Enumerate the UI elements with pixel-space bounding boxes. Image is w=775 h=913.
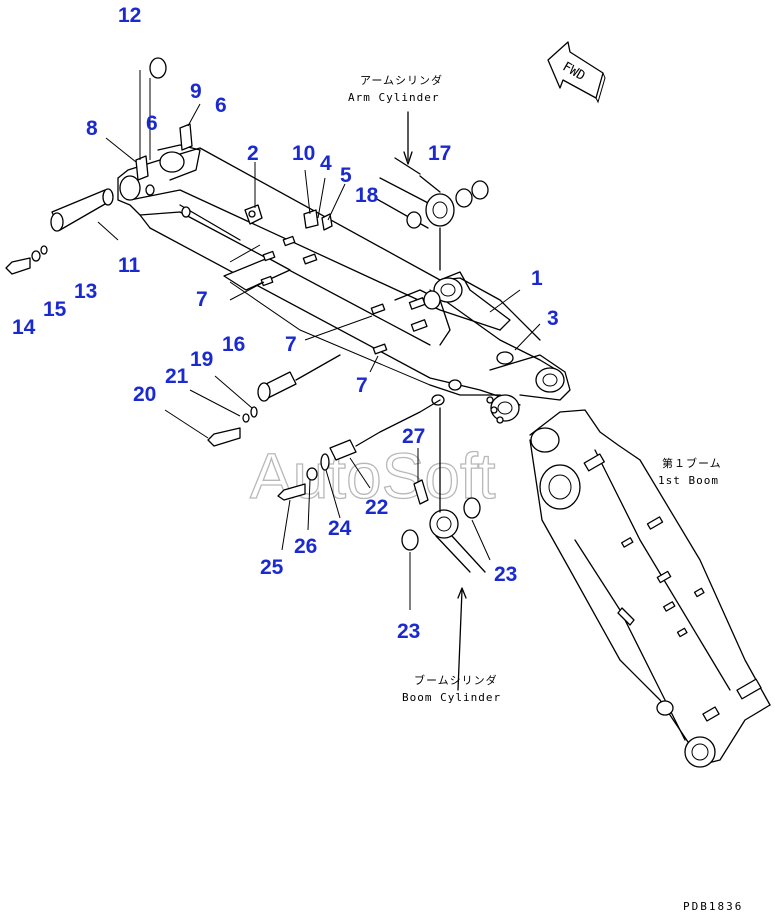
boom-cylinder-end: [429, 407, 486, 691]
callout-17: 17: [428, 142, 451, 165]
part-27: [413, 479, 429, 505]
part-22: [329, 439, 357, 461]
callout-3: 3: [547, 307, 559, 330]
fwd-arrow-icon: FWD: [547, 41, 606, 104]
part-11-pin: [50, 188, 114, 232]
arm-cylinder-jp: アームシリンダ: [360, 73, 443, 87]
callout-1: 1: [531, 267, 543, 290]
callout-16: 16: [222, 333, 245, 356]
callout-18: 18: [355, 184, 379, 207]
part-26: [306, 467, 318, 481]
callout-9: 9: [190, 80, 202, 103]
boom-cylinder-jp: ブームシリンダ: [414, 673, 498, 687]
callout-10: 10: [292, 142, 315, 165]
callout-7c: 7: [356, 374, 368, 397]
part-18: [406, 211, 422, 229]
part-14-bolt: [5, 257, 31, 275]
callout-5: 5: [340, 164, 352, 187]
callout-25: 25: [260, 556, 284, 579]
part-20-bolt: [207, 427, 241, 447]
callout-13: 13: [74, 280, 97, 303]
callout-27: 27: [402, 425, 425, 448]
callout-4: 4: [320, 152, 332, 175]
callout-20: 20: [133, 383, 156, 406]
callout-26: 26: [294, 535, 317, 558]
callout-24: 24: [328, 517, 352, 540]
part-12: [149, 57, 167, 79]
callout-21: 21: [165, 365, 189, 388]
arm-assembly: [117, 123, 571, 424]
callout-12: 12: [118, 4, 141, 27]
watermark-text: AutoSoft: [250, 440, 496, 512]
arm-cylinder-en: Arm Cylinder: [348, 91, 439, 104]
part-17a: [455, 188, 473, 208]
first-boom-en: 1st Boom: [658, 474, 719, 487]
first-boom: [529, 409, 771, 768]
part-23a: [463, 497, 481, 519]
part-13: [40, 245, 48, 255]
callout-22: 22: [365, 496, 388, 519]
part-21: [242, 413, 250, 423]
callout-6b: 6: [146, 112, 158, 135]
callout-23a: 23: [494, 563, 517, 586]
callout-2: 2: [247, 142, 259, 165]
leader-lines: [105, 103, 541, 551]
callouts: 12 9 6 8 6 2 10 4 5 17 18 11 13 14 15 7 …: [12, 4, 559, 643]
boom-cylinder-en: Boom Cylinder: [402, 691, 501, 704]
part-15: [31, 250, 41, 262]
callout-11: 11: [118, 254, 141, 277]
part-16-pin: [257, 371, 297, 402]
arm-cylinder-end: [374, 111, 455, 271]
callout-14: 14: [12, 316, 36, 339]
part-17b: [471, 180, 489, 200]
callout-8: 8: [86, 117, 98, 140]
part-19: [250, 406, 258, 418]
drawing-code: PDB1836: [683, 900, 743, 913]
part-23b: [401, 529, 419, 551]
first-boom-jp: 第１ブーム: [662, 456, 722, 470]
callout-7b: 7: [285, 333, 297, 356]
part-25-bolt: [277, 483, 306, 501]
callout-15: 15: [43, 298, 67, 321]
part-24: [320, 453, 330, 471]
callout-23b: 23: [397, 620, 420, 643]
callout-7a: 7: [196, 288, 208, 311]
callout-19: 19: [190, 348, 213, 371]
callout-6a: 6: [215, 94, 227, 117]
